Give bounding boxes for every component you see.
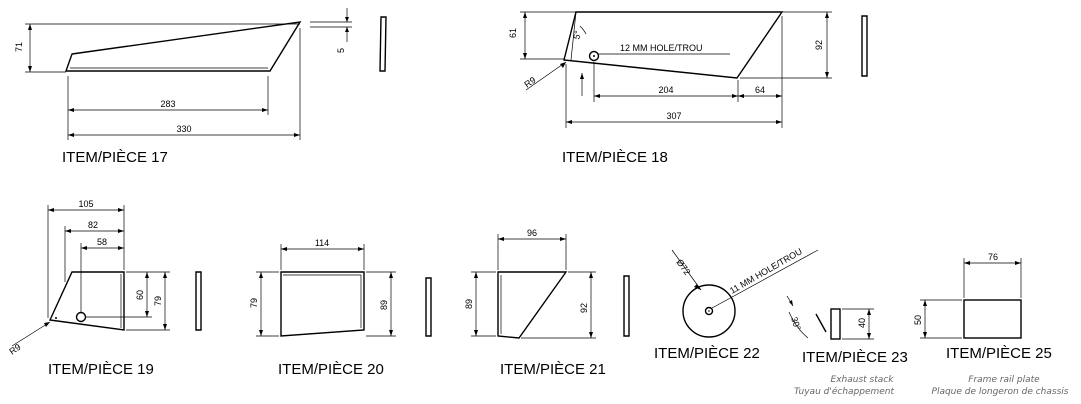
item-17-dim-inner: 283 xyxy=(160,99,175,109)
item-23-dim-height: 40 xyxy=(857,318,867,328)
item-22-hole xyxy=(704,306,714,316)
item-21-dim-width: 96 xyxy=(527,228,537,238)
item-21-part xyxy=(497,271,568,339)
item-19-hole xyxy=(75,311,87,323)
item-18-label: ITEM/PIÈCE 18 xyxy=(562,149,668,166)
item-19-label: ITEM/PIÈCE 19 xyxy=(48,361,154,378)
item-25-part xyxy=(963,299,1022,339)
item-18-hole-note: 12 MM HOLE/TROU xyxy=(620,43,703,53)
item-25-dim-width: 76 xyxy=(988,252,998,262)
item-17-dim-thickness: 5 xyxy=(336,48,346,53)
item-25-note-fr: Plaque de longeron de chassis xyxy=(932,387,1069,397)
item-20-part xyxy=(280,271,365,337)
item-19-part xyxy=(48,271,125,331)
item-18-dim-hole-pos: 204 xyxy=(658,85,673,95)
item-18-side-view xyxy=(861,15,868,77)
item-17-part xyxy=(65,21,302,72)
item-19-dim-radius: R9 xyxy=(7,342,22,357)
item-18-part xyxy=(563,11,784,79)
item-19-dim-60: 60 xyxy=(135,290,145,300)
item-23-note-en: Exhaust stack xyxy=(831,375,895,385)
item-23-label: ITEM/PIÈCE 23 xyxy=(802,349,908,366)
item-20-dim-width: 114 xyxy=(315,238,329,248)
item-18-dim-overall: 307 xyxy=(666,111,681,121)
item-19-dim-58: 58 xyxy=(97,237,107,247)
item-18-dim-left: 61 xyxy=(508,28,518,38)
item-20: 114 79 89 ITEM/PIÈCE 20 xyxy=(249,238,432,378)
item-22: Ø72 11 MM HOLE/TROU ITEM/PIÈCE 22 xyxy=(654,246,819,362)
item-18-dim-angle: 5° xyxy=(571,29,583,40)
item-18-hole xyxy=(588,50,600,62)
item-21-side-view xyxy=(623,275,630,337)
item-22-hole-note: 11 MM HOLE/TROU xyxy=(728,246,804,296)
item-25-note-en: Frame rail plate xyxy=(968,375,1040,385)
item-21-label: ITEM/PIÈCE 21 xyxy=(500,361,606,378)
item-23-dim-angle: 30° xyxy=(789,316,803,332)
item-21-dim-right: 92 xyxy=(579,303,589,313)
item-18-dim-right: 92 xyxy=(814,40,824,50)
item-19-dim-79: 79 xyxy=(153,296,163,306)
item-19-dim-105: 105 xyxy=(78,199,93,209)
item-18-dim-radius: R9 xyxy=(522,75,537,90)
item-17-dim-overall: 330 xyxy=(176,124,191,134)
item-19-side-view xyxy=(195,271,202,331)
item-18: 61 92 5° 12 MM HOLE/TROU R9 204 64 xyxy=(508,11,868,166)
item-17-side-view xyxy=(379,16,387,72)
item-17-label: ITEM/PIÈCE 17 xyxy=(62,149,168,166)
item-19-dim-82: 82 xyxy=(88,220,98,230)
item-22-disc xyxy=(682,284,736,338)
item-20-dim-left: 79 xyxy=(249,298,259,308)
item-20-dim-right: 89 xyxy=(379,300,389,310)
item-18-dim-end: 64 xyxy=(755,85,765,95)
item-23-note-fr: Tuyau d'échappement xyxy=(794,386,895,397)
item-22-label: ITEM/PIÈCE 22 xyxy=(654,345,760,362)
item-25-dim-height: 50 xyxy=(913,315,923,325)
item-23-part xyxy=(830,308,841,340)
item-25-label: ITEM/PIÈCE 25 xyxy=(946,345,1052,362)
item-21: 96 89 92 ITEM/PIÈCE 21 xyxy=(464,228,630,378)
item-19: 105 82 58 60 79 R9 ITEM/PIÈCE 19 xyxy=(7,199,202,378)
item-17-dim-height: 71 xyxy=(14,42,24,52)
item-23-angled-edge xyxy=(815,313,827,333)
item-21-dim-left: 89 xyxy=(464,299,474,309)
item-25: 76 50 ITEM/PIÈCE 25 Frame rail plate Pla… xyxy=(913,252,1069,397)
item-17: 71 5 283 330 ITEM/PIÈCE 17 xyxy=(14,8,387,166)
item-20-side-view xyxy=(425,277,432,337)
item-23: 30° 40 ITEM/PIÈCE 23 Exhaust stack Tuyau… xyxy=(786,295,908,397)
item-20-label: ITEM/PIÈCE 20 xyxy=(278,361,384,378)
